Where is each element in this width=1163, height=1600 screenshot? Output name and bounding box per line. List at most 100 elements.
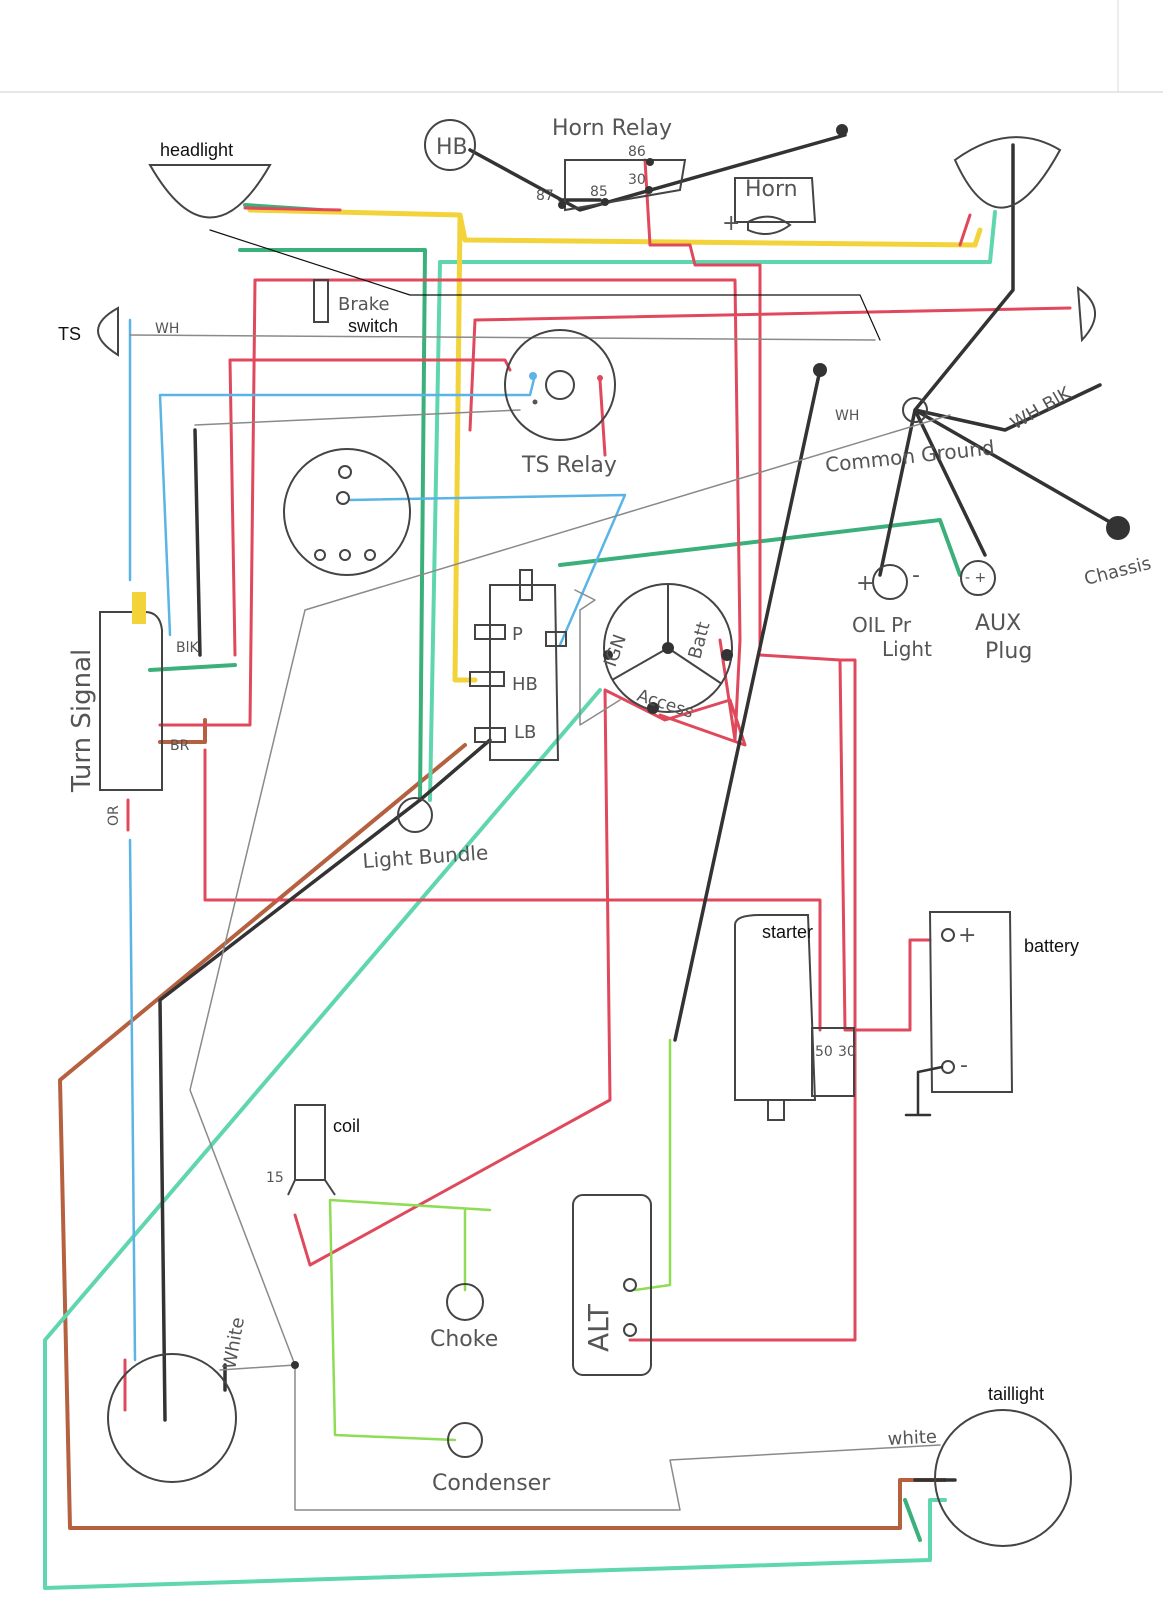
battery-plus-label: + <box>958 923 976 948</box>
round-connector-pin-center <box>336 491 350 505</box>
switch-hb-label: HB <box>512 674 538 695</box>
br-label: BR <box>170 738 190 754</box>
wh-blk-label: WH BlK <box>1007 382 1076 434</box>
ts-relay-hub <box>545 370 575 400</box>
relay-87-label: 87 <box>536 188 554 204</box>
alt-terminal-bottom <box>623 1323 637 1337</box>
battery-ground <box>904 1065 944 1117</box>
ignition-coil-terminals <box>287 1179 336 1196</box>
turn-signal-lamp-left <box>97 306 119 357</box>
horn-box <box>734 177 817 223</box>
headlight-left-shape <box>148 164 272 219</box>
ts-relay-body <box>504 329 616 441</box>
chassis-label: Chassis <box>1082 553 1153 590</box>
wire-black <box>158 133 1117 1482</box>
aux-terminals-label: - + <box>965 570 986 586</box>
ignition-batt-label: Batt <box>685 620 715 662</box>
ignition-center-terminal <box>662 642 674 654</box>
brake-switch-label-1: Brake <box>338 294 390 315</box>
white-label-2: white <box>887 1426 937 1450</box>
relay-87-terminal <box>558 201 566 209</box>
ignition-coil-body <box>294 1104 326 1181</box>
battery-minus-label: - <box>960 1053 968 1078</box>
distributor-body <box>107 1353 237 1483</box>
chassis-ground <box>1106 516 1130 540</box>
turn-signal-module <box>99 611 163 791</box>
light-switch-block <box>489 584 560 761</box>
ts-relay-terminal-left <box>529 372 537 380</box>
wire-red <box>123 158 1072 1412</box>
switch-p-label: P <box>512 624 523 645</box>
alt-label: ALT <box>582 1303 615 1352</box>
switch-lb-tab <box>474 727 506 743</box>
hb-label: HB <box>436 135 468 160</box>
light-bundle-grommet <box>397 797 433 833</box>
starter-50-label: 50 <box>815 1044 833 1060</box>
ignition-switch-dividers <box>611 584 723 685</box>
alt-terminal-top <box>623 1278 637 1292</box>
round-connector-body <box>283 448 411 576</box>
junction-terminal <box>813 363 827 377</box>
ignition-ign-terminal <box>603 650 613 660</box>
horn-ground-terminal <box>836 124 848 136</box>
starter-body <box>734 914 817 1101</box>
white-label-1: White <box>219 1316 249 1371</box>
relay-86-terminal <box>646 158 654 166</box>
starter-solenoid <box>811 1027 855 1097</box>
turn-signal-yellow-tab <box>132 592 146 624</box>
wire-blue <box>128 318 627 1362</box>
round-connector-pin-top <box>338 465 352 479</box>
condenser-label: Condenser <box>432 1471 551 1496</box>
light-switch-top-tab <box>519 569 533 601</box>
horn-label: Horn <box>745 177 798 202</box>
oil-minus-label: - <box>912 563 920 588</box>
ignition-batt-terminal <box>721 649 733 661</box>
battery-label: battery <box>1024 936 1079 956</box>
wire-teal-main <box>43 210 997 1590</box>
aux-plug-label-1: AUX <box>975 611 1021 636</box>
brake-switch-label-2: switch <box>348 316 398 336</box>
switch-right-tab <box>545 631 567 647</box>
round-connector-pin-1 <box>314 549 326 561</box>
choke-switch <box>446 1283 484 1321</box>
turn-signal-label: Turn Signal <box>67 649 97 793</box>
choke-label: Choke <box>430 1327 498 1352</box>
or-label: OR <box>106 805 122 826</box>
round-connector-pin-2 <box>339 549 351 561</box>
oil-pr-light-label-2: Light <box>882 637 932 661</box>
battery-body <box>928 911 1014 1093</box>
relay-85-label: 85 <box>590 184 608 200</box>
switch-hb-tab <box>469 671 505 687</box>
wire-lime <box>328 1038 672 1442</box>
horn-plus-label: + <box>722 211 740 236</box>
horn-relay-label: Horn Relay <box>552 116 672 141</box>
starter-label: starter <box>762 922 813 942</box>
ts-relay-label: TS Relay <box>521 453 617 478</box>
switch-p-tab <box>474 624 506 640</box>
relay-86-label: 86 <box>628 144 646 160</box>
taillight-body <box>934 1409 1072 1547</box>
relay-85-terminal <box>601 198 609 206</box>
wh-label-2: WH <box>835 408 859 424</box>
condenser <box>447 1422 483 1458</box>
relay-30-label: 30 <box>628 172 646 188</box>
brake-switch-body <box>313 279 329 323</box>
ts-relay-terminal-right <box>597 375 603 381</box>
battery-positive-terminal <box>941 928 955 942</box>
round-connector-pin-3 <box>364 549 376 561</box>
relay-30-terminal <box>645 186 653 194</box>
turn-signal-lamp-right <box>1076 285 1097 343</box>
wire-brown <box>58 718 947 1530</box>
oil-plus-label: + <box>856 571 874 596</box>
headlight-right-shape <box>953 136 1062 209</box>
starter-30-label: 30 <box>838 1044 856 1060</box>
distributor-junction <box>291 1361 299 1369</box>
wire-pencil <box>129 334 951 1511</box>
wire-headlight-pointer <box>209 229 881 341</box>
common-ground-point <box>902 397 928 423</box>
wires <box>43 133 1117 1590</box>
ts-relay-terminal-bottom <box>532 399 538 405</box>
alternator-body <box>572 1194 652 1376</box>
ts-label: TS <box>58 324 81 344</box>
